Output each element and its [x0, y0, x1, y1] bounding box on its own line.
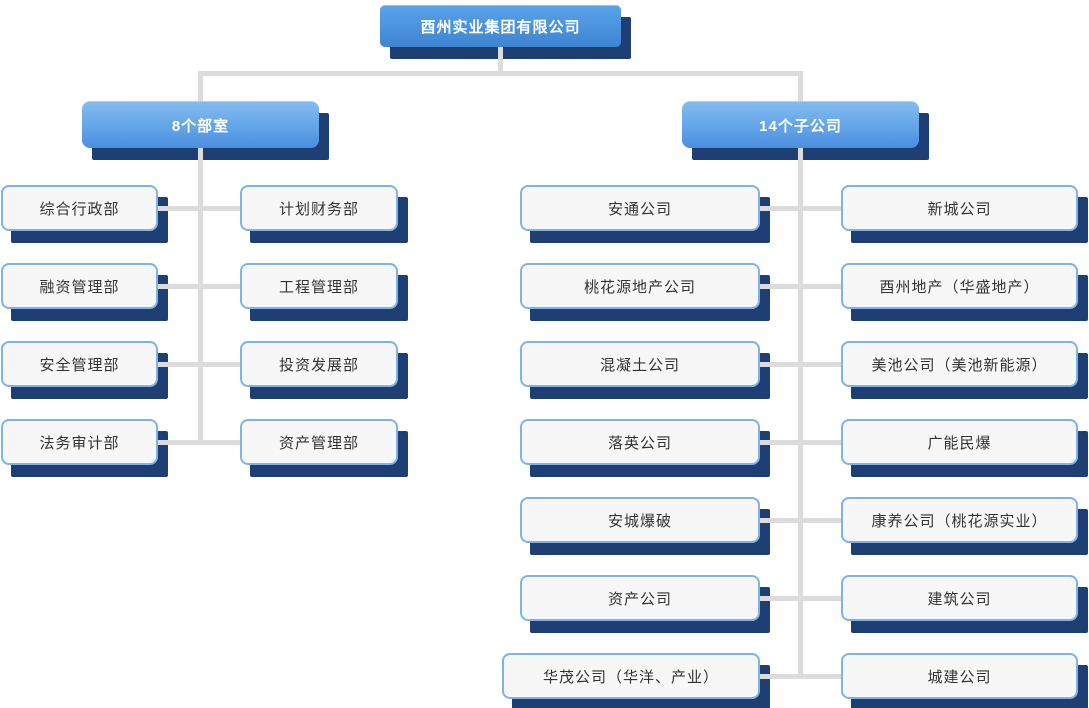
connector-line-root-drop	[498, 47, 503, 76]
root-node: 酉州实业集团有限公司	[380, 5, 631, 59]
department-node: 投资发展部	[240, 341, 408, 399]
departments-header-node: 8个部室	[82, 101, 329, 160]
subsidiary-label: 落英公司	[520, 419, 760, 465]
department-label: 资产管理部	[240, 419, 398, 465]
subsidiary-label: 酉州地产（华盛地产）	[841, 263, 1078, 309]
subsidiary-node: 酉州地产（华盛地产）	[841, 263, 1088, 321]
department-label: 安全管理部	[1, 341, 158, 387]
department-node: 法务审计部	[1, 419, 168, 477]
connector-line-sub-row	[752, 206, 848, 211]
subsidiary-label: 康养公司（桃花源实业）	[841, 497, 1078, 543]
subsidiary-label: 华茂公司（华洋、产业）	[502, 653, 760, 699]
subsidiary-node: 落英公司	[520, 419, 770, 477]
connector-line-dept-row	[150, 206, 250, 211]
subsidiary-node: 安通公司	[520, 185, 770, 243]
connector-line-main-horizontal	[198, 71, 803, 76]
connector-line-left-branch-drop	[198, 71, 203, 103]
department-node: 计划财务部	[240, 185, 408, 243]
connector-line-sub-row	[752, 518, 848, 523]
subsidiary-label: 资产公司	[520, 575, 760, 621]
subsidiary-node: 建筑公司	[841, 575, 1088, 633]
subsidiary-node: 广能民爆	[841, 419, 1088, 477]
subsidiary-node: 美池公司（美池新能源）	[841, 341, 1088, 399]
department-label: 法务审计部	[1, 419, 158, 465]
department-node: 工程管理部	[240, 263, 408, 321]
subsidiary-label: 安通公司	[520, 185, 760, 231]
subsidiary-node: 新城公司	[841, 185, 1088, 243]
connector-line-sub-row	[752, 596, 848, 601]
subsidiary-label: 建筑公司	[841, 575, 1078, 621]
connector-line-left-trunk	[198, 148, 203, 445]
subsidiary-label: 新城公司	[841, 185, 1078, 231]
subsidiary-node: 华茂公司（华洋、产业）	[502, 653, 770, 708]
subsidiary-label: 美池公司（美池新能源）	[841, 341, 1078, 387]
subsidiary-label: 混凝土公司	[520, 341, 760, 387]
subsidiary-label: 城建公司	[841, 653, 1078, 699]
connector-line-right-branch-drop	[798, 71, 803, 103]
subsidiary-node: 桃花源地产公司	[520, 263, 770, 321]
subsidiary-label: 安城爆破	[520, 497, 760, 543]
department-node: 融资管理部	[1, 263, 168, 321]
subsidiary-label: 广能民爆	[841, 419, 1078, 465]
root-node-label: 酉州实业集团有限公司	[380, 5, 621, 47]
connector-line-sub-row	[752, 362, 848, 367]
connector-line-sub-row	[752, 674, 848, 679]
department-label: 工程管理部	[240, 263, 398, 309]
connector-line-sub-row	[752, 284, 848, 289]
department-node: 综合行政部	[1, 185, 168, 243]
connector-line-right-trunk	[798, 148, 803, 678]
department-label: 投资发展部	[240, 341, 398, 387]
subsidiary-node: 资产公司	[520, 575, 770, 633]
department-label: 融资管理部	[1, 263, 158, 309]
department-label: 综合行政部	[1, 185, 158, 231]
departments-header-label: 8个部室	[82, 101, 319, 148]
subsidiary-node: 康养公司（桃花源实业）	[841, 497, 1088, 555]
department-node: 资产管理部	[240, 419, 408, 477]
department-label: 计划财务部	[240, 185, 398, 231]
connector-line-sub-row	[752, 440, 848, 445]
subsidiary-node: 安城爆破	[520, 497, 770, 555]
subsidiary-node: 城建公司	[841, 653, 1088, 708]
subsidiaries-header-label: 14个子公司	[682, 101, 919, 148]
subsidiaries-header-node: 14个子公司	[682, 101, 929, 160]
subsidiary-label: 桃花源地产公司	[520, 263, 760, 309]
subsidiary-node: 混凝土公司	[520, 341, 770, 399]
connector-line-dept-row	[150, 284, 250, 289]
department-node: 安全管理部	[1, 341, 168, 399]
connector-line-dept-row	[150, 440, 250, 445]
connector-line-dept-row	[150, 362, 250, 367]
